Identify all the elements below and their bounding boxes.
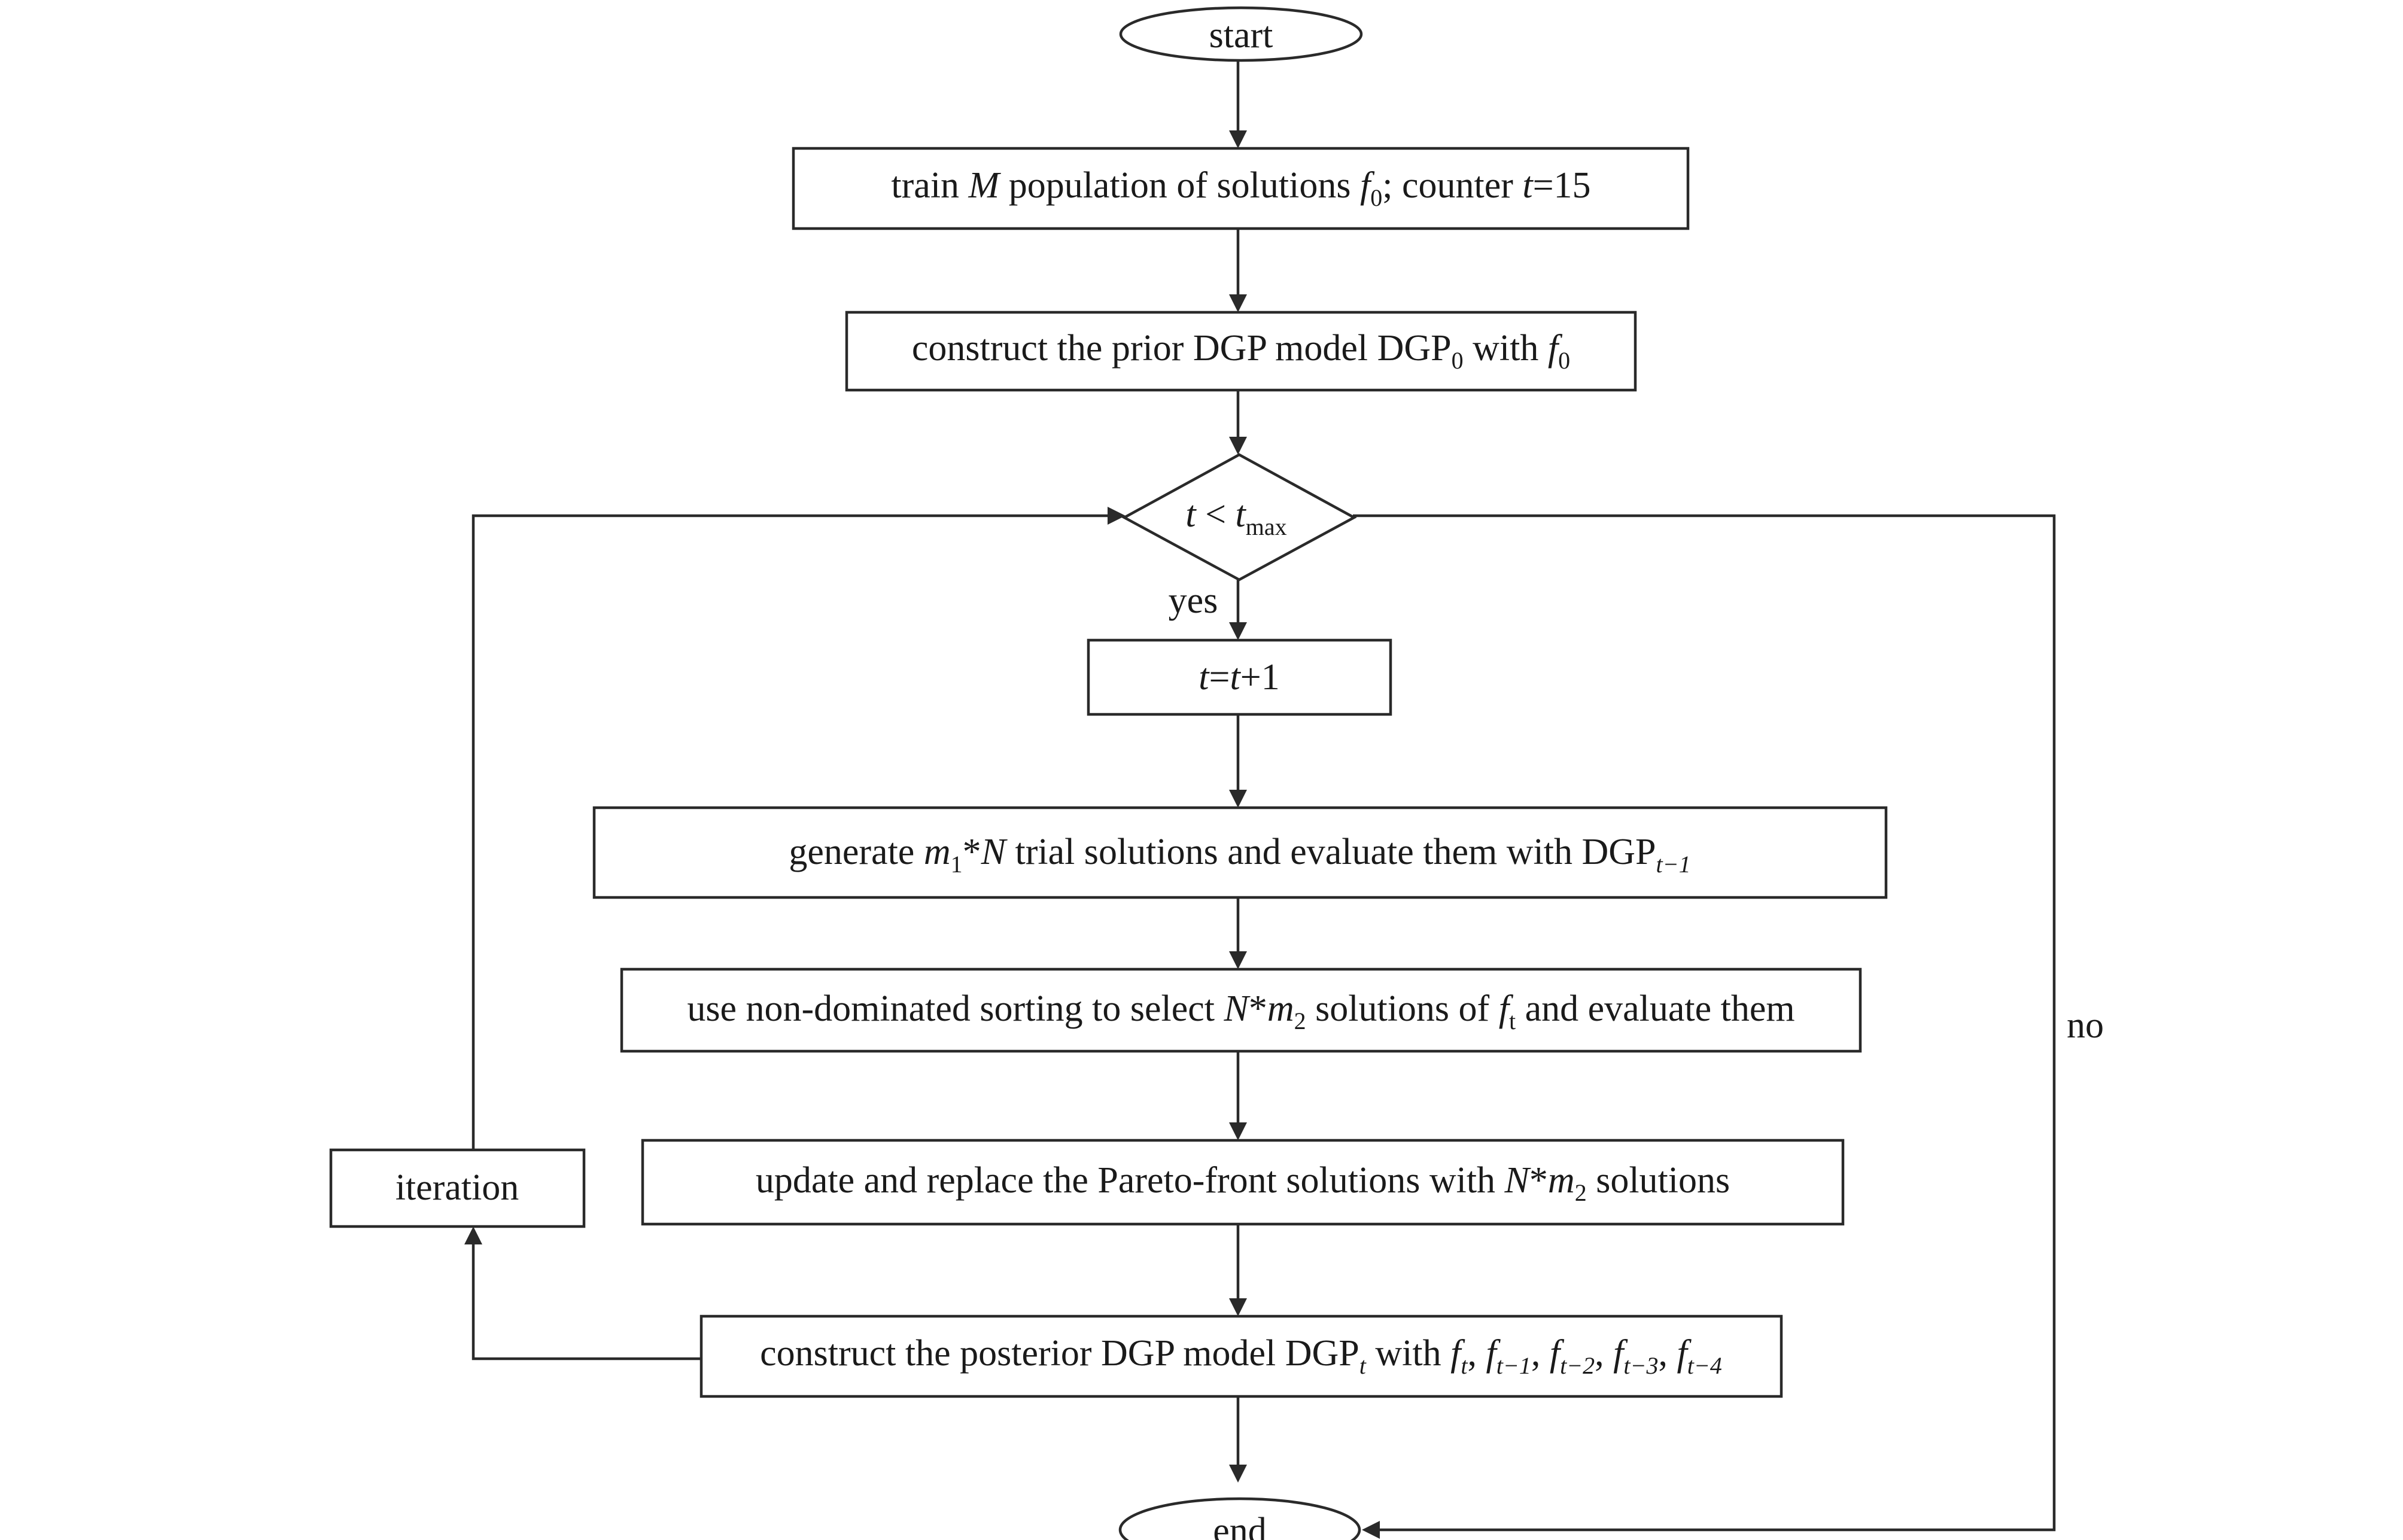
end-terminal <box>1118 1497 1361 1540</box>
arrowhead-iteration <box>464 1226 482 1244</box>
arrowhead-train <box>1229 130 1247 148</box>
arrowhead-decision <box>1229 437 1247 455</box>
update-label: update and replace the Pareto-front solu… <box>756 1160 1730 1206</box>
increment-label: t=t+1 <box>1199 657 1279 698</box>
arrowhead-increment <box>1229 622 1247 640</box>
generate-label: generate m1*N trial solutions and evalua… <box>789 832 1690 878</box>
iteration-label: iteration <box>396 1167 519 1208</box>
arrowhead-generate <box>1229 790 1247 808</box>
train-label: train M population of solutions f0; coun… <box>891 165 1590 211</box>
start-terminal <box>1119 6 1363 62</box>
generate-box <box>592 806 1888 899</box>
arrowhead-end <box>1229 1465 1247 1483</box>
end-label: end <box>1213 1511 1267 1540</box>
start-label: start <box>1209 15 1273 56</box>
arrowhead-loop-decision <box>1108 507 1126 525</box>
yes-label: yes <box>1169 580 1218 621</box>
arrowhead-prior <box>1229 294 1247 312</box>
decision-label: t < tmax <box>1185 494 1286 540</box>
edge-iteration-to-decision <box>472 514 1109 1150</box>
update-box <box>641 1139 1845 1226</box>
arrowhead-sort <box>1229 951 1247 969</box>
decision-diamond <box>1121 453 1357 582</box>
sort-box <box>620 967 1862 1053</box>
increment-box <box>1087 638 1392 716</box>
sort-label: use non-dominated sorting to select N*m2… <box>687 988 1794 1034</box>
prior-model-label: construct the prior DGP model DGP0 with … <box>912 328 1570 374</box>
posterior-model-label: construct the posterior DGP model DGPt w… <box>760 1333 1722 1379</box>
prior-model-box <box>845 311 1637 392</box>
arrowhead-posterior <box>1229 1298 1247 1316</box>
posterior-model-box <box>699 1314 1783 1398</box>
train-box <box>792 147 1690 230</box>
arrowhead-update <box>1229 1122 1247 1140</box>
no-label: no <box>2067 1005 2104 1046</box>
iteration-box <box>329 1148 586 1228</box>
edge-posterior-to-iteration <box>472 1243 701 1361</box>
edge-decision-to-end-no <box>1353 514 2056 1532</box>
arrowhead-end-no <box>1362 1521 1380 1539</box>
